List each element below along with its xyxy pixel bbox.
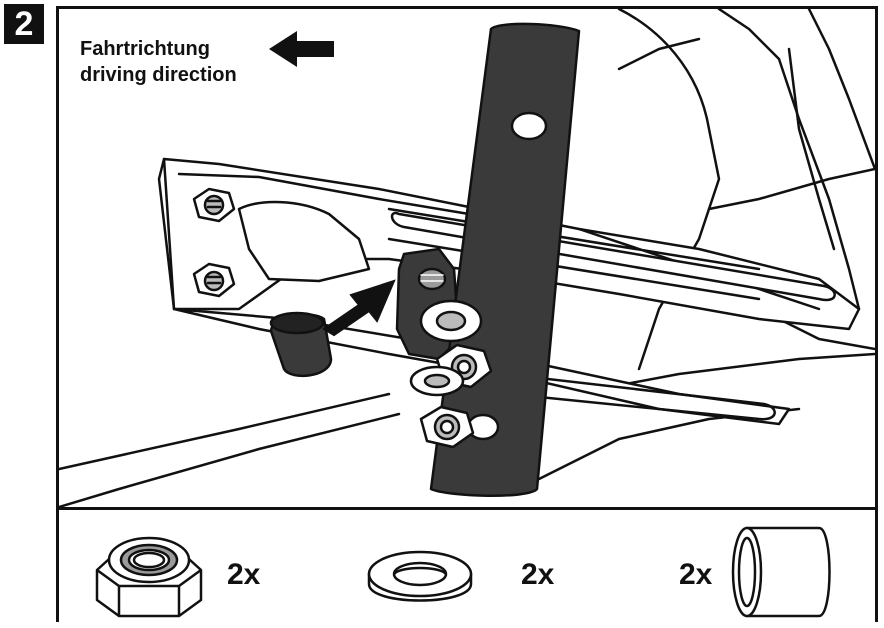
step-number-badge: 2 <box>4 4 44 44</box>
lower-bolt <box>192 262 236 298</box>
driving-direction-de: Fahrtrichtung <box>80 38 210 60</box>
blade-hole-top <box>510 111 548 141</box>
flat-washer-icon <box>367 550 473 602</box>
spacer-quantity: 2x <box>679 558 713 591</box>
lower-washer <box>409 365 465 397</box>
wheel-housing-outline <box>617 9 721 371</box>
assembly-illustration-frame <box>56 6 878 622</box>
arrow-left-icon <box>269 31 334 67</box>
upper-bolt <box>192 187 236 223</box>
ground-line <box>59 392 391 471</box>
parts-list: 2x 2x 2x <box>59 510 875 628</box>
section-divider <box>56 507 878 510</box>
driving-direction-en: driving direction <box>80 64 237 86</box>
insertion-arrow <box>322 279 396 337</box>
washer-quantity: 2x <box>521 558 555 591</box>
lower-lock-nut <box>419 405 475 449</box>
lock-nut-quantity: 2x <box>227 558 261 591</box>
assembly-drawing <box>59 9 875 507</box>
spacer-sleeve <box>269 311 333 377</box>
upper-washer <box>419 299 483 343</box>
driving-direction-label: Fahrtrichtung driving direction <box>80 36 237 88</box>
spacer-sleeve-icon <box>731 526 831 618</box>
hex-lock-nut-icon <box>95 536 203 618</box>
